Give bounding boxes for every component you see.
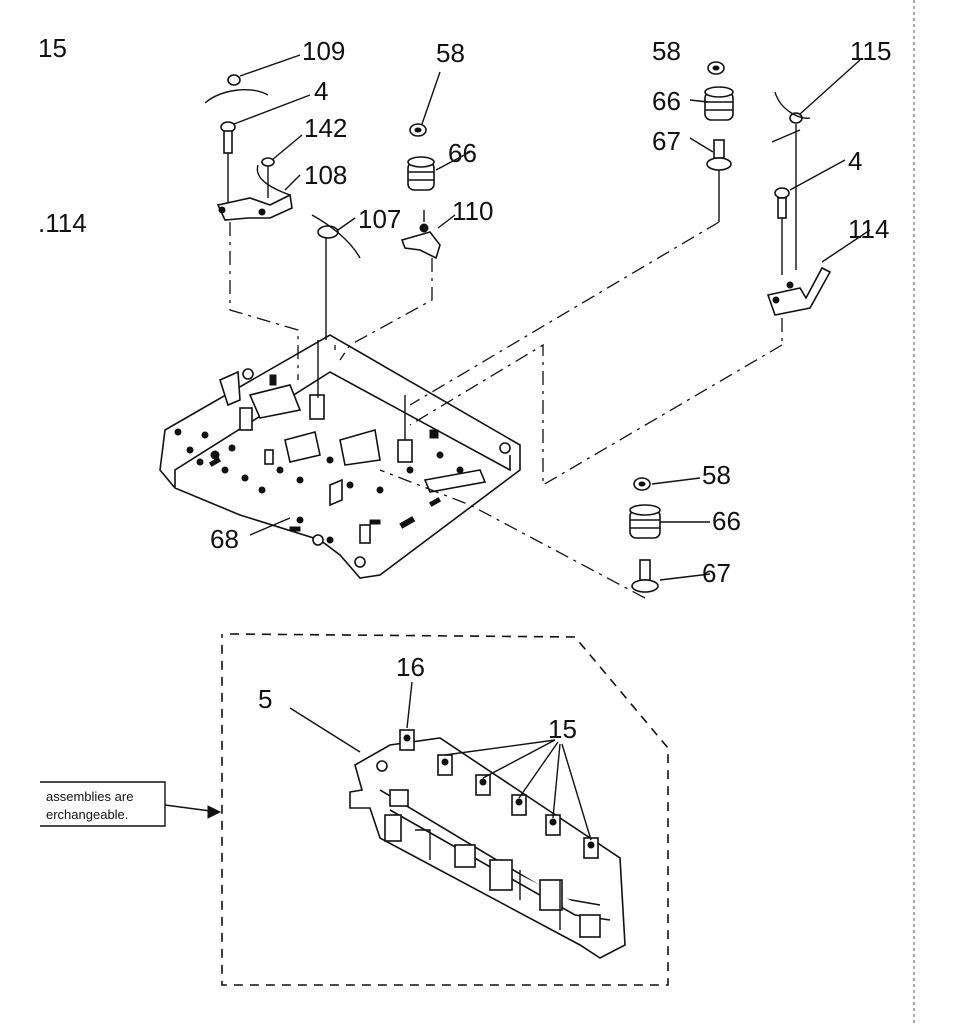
part-142-bracket (256, 157, 291, 198)
label-115: 115 (850, 36, 891, 66)
part-58-nut-a (409, 123, 427, 137)
part-115-washer (771, 91, 811, 270)
label-68: 68 (210, 524, 239, 554)
part-66-roller-c (629, 504, 661, 539)
label-4-right: 4 (848, 146, 862, 176)
terminals (399, 729, 599, 859)
part-4-screw-left (220, 121, 236, 205)
part-4-screw-right (774, 187, 790, 275)
label-142: 142 (304, 113, 347, 143)
assembly-boundary (221, 633, 669, 986)
part-109-washer (204, 74, 269, 104)
label-58-b: 58 (652, 36, 681, 66)
label-66-a: 66 (448, 138, 477, 168)
label-58-a: 58 (436, 38, 465, 68)
callout-labels: 15 .114 109 4 142 108 107 110 58 66 58 6… (38, 33, 891, 744)
chassis-plate-68 (159, 334, 521, 579)
chassis-holes (174, 368, 511, 568)
assembly-lines (229, 221, 783, 599)
part-107-spring (311, 214, 361, 340)
part-108-lever (216, 193, 293, 221)
part-66-roller-a (407, 156, 435, 191)
label-5: 5 (258, 684, 272, 714)
label-4-left: 4 (314, 76, 328, 106)
label-15-top: 15 (38, 33, 67, 63)
part-67-shaft-b (706, 139, 732, 222)
label-66-b: 66 (652, 86, 681, 116)
label-107: 107 (358, 204, 401, 234)
label-16: 16 (396, 652, 425, 682)
label-67-b: 67 (652, 126, 681, 156)
part-66-roller-b (704, 86, 734, 121)
leaders-15 (444, 739, 592, 841)
label-114-left: .114 (38, 208, 87, 238)
interchangeable-note: assemblies are erchangeable. (40, 781, 222, 827)
label-67-c: 67 (702, 558, 731, 588)
label-110: 110 (452, 196, 493, 226)
label-58-c: 58 (702, 460, 731, 490)
switch-assembly-5 (349, 729, 626, 959)
callout-leaders (233, 54, 871, 753)
label-66-c: 66 (712, 506, 741, 536)
part-67-shaft-c (631, 559, 659, 593)
part-114-bracket-right (766, 266, 832, 316)
label-15-lower: 15 (548, 714, 577, 744)
part-58-nut-c (633, 477, 651, 491)
part-58-nut-b (707, 61, 725, 75)
note-line-2: erchangeable. (46, 807, 128, 822)
part-110-arm (400, 210, 441, 260)
label-108: 108 (304, 160, 347, 190)
label-109: 109 (302, 36, 345, 66)
label-114-right: 114 (848, 214, 889, 244)
note-line-1: assemblies are (46, 789, 133, 804)
